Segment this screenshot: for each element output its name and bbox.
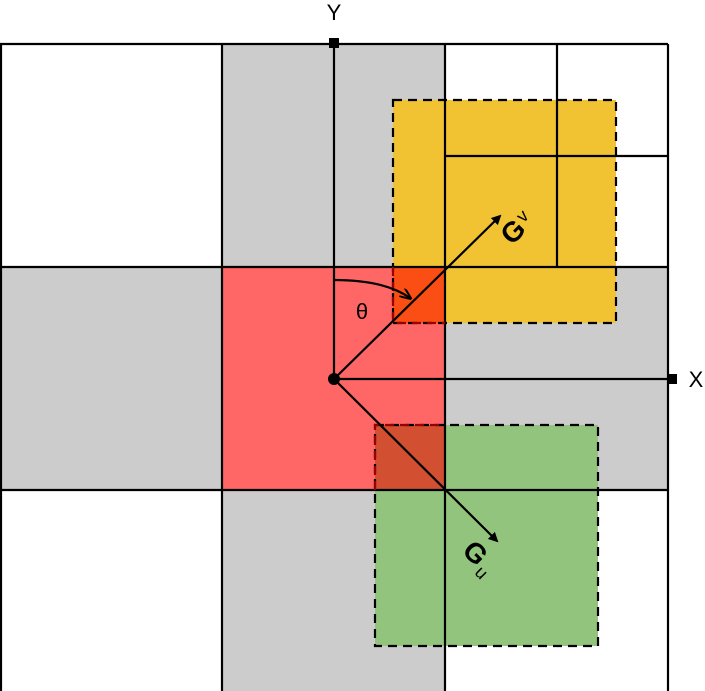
theta-label: θ (356, 299, 368, 324)
x-axis-label: X (689, 367, 704, 392)
gv-vector-arrow (333, 214, 502, 380)
y-axis-label: Y (327, 0, 342, 25)
overlap-dash-dark-red (391, 267, 445, 325)
yellow-dashed-outline (391, 98, 618, 325)
gu-vector-arrow (333, 378, 499, 543)
x-axis-marker (667, 374, 677, 384)
green-dashed-outline (373, 423, 600, 648)
y-axis-marker (329, 38, 339, 48)
theta-arc (333, 278, 410, 298)
overlap-dash-dark-red-2 (373, 423, 445, 490)
